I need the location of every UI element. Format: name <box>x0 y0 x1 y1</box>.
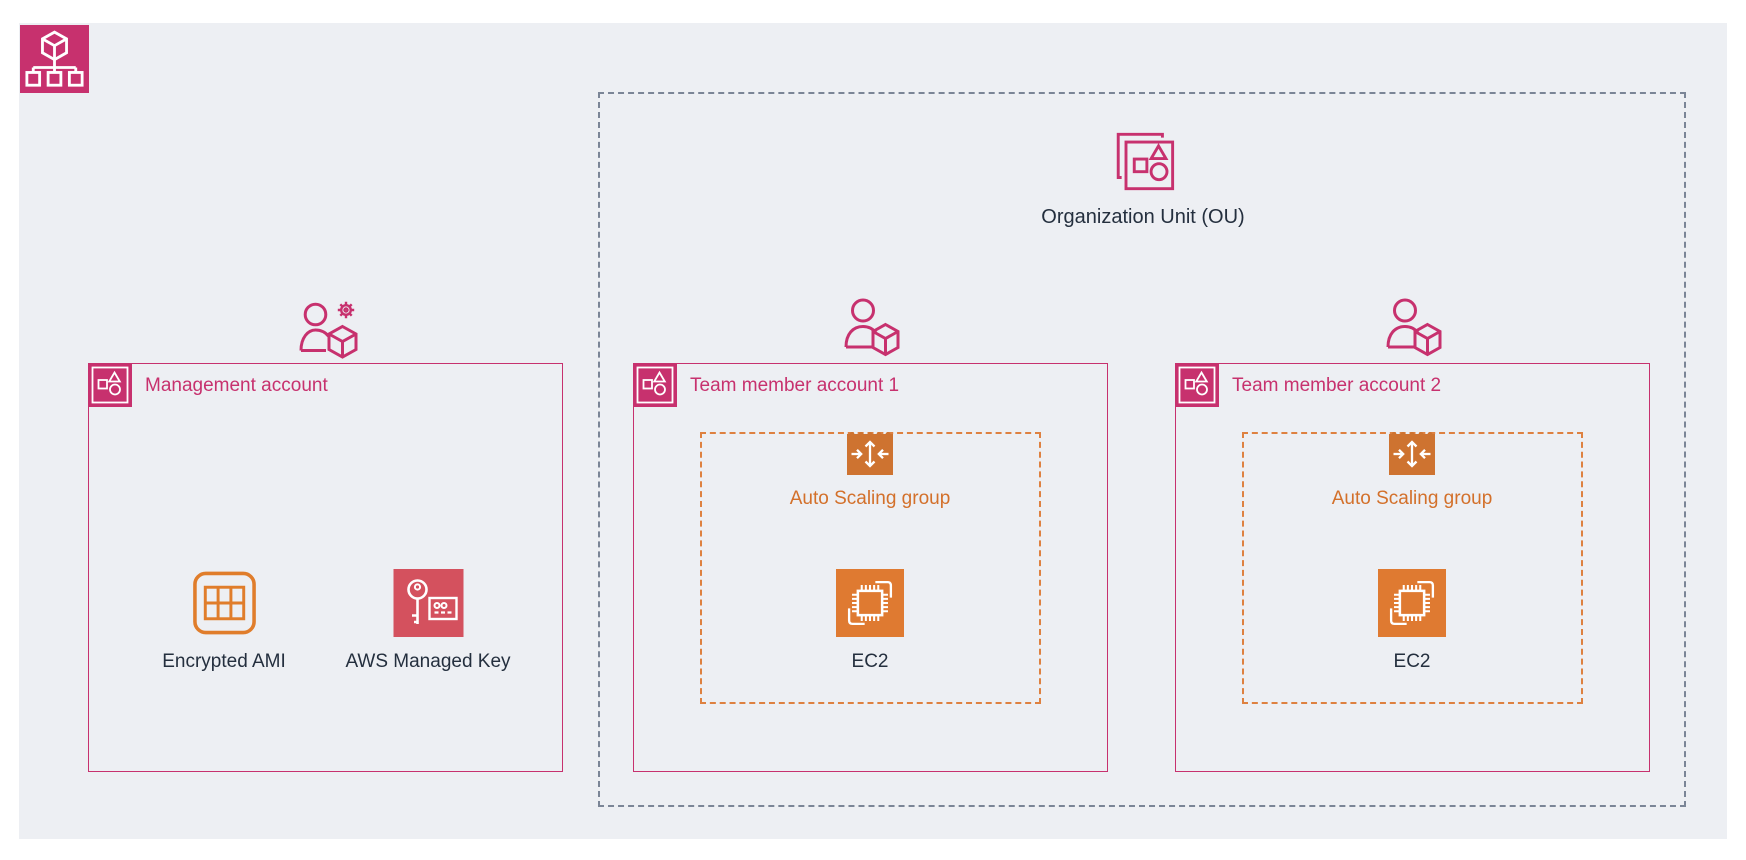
team-member-account-1-label: Team member account 1 <box>690 375 900 396</box>
auto-scaling-group-icon <box>1389 431 1435 475</box>
ec2-icon <box>835 569 905 637</box>
management-account-container: Management account <box>87 362 563 772</box>
ec2-2-label: EC2 <box>1393 651 1431 672</box>
aws-account-icon <box>87 362 132 407</box>
organization-unit-container <box>598 92 1686 807</box>
aws-organizations-icon <box>20 25 89 93</box>
admin-user-with-gear-and-cube-icon <box>296 296 360 360</box>
team-member-account-2-label: Team member account 2 <box>1232 375 1442 396</box>
ec2-1-label: EC2 <box>851 651 889 672</box>
management-account-label: Management account <box>145 375 328 396</box>
user-with-cube-icon <box>839 295 903 359</box>
encrypted-ami-label: Encrypted AMI <box>162 651 286 672</box>
auto-scaling-group-icon <box>847 431 893 475</box>
aws-account-icon <box>632 362 677 407</box>
team-member-account-1-container: Team member account 1 <box>632 362 1108 772</box>
organization-unit-icon <box>1109 127 1177 195</box>
auto-scaling-group-2-label: Auto Scaling group <box>1331 488 1493 509</box>
aws-account-icon <box>1174 362 1219 407</box>
kms-managed-key-icon <box>393 569 464 637</box>
auto-scaling-group-1-label: Auto Scaling group <box>789 488 951 509</box>
organization-unit-label: Organization Unit (OU) <box>1041 206 1245 228</box>
aws-managed-key-label: AWS Managed Key <box>345 651 511 672</box>
ami-icon <box>191 569 258 637</box>
team-member-account-2-container: Team member account 2 <box>1174 362 1650 772</box>
ec2-icon <box>1377 569 1447 637</box>
user-with-cube-icon <box>1381 295 1445 359</box>
